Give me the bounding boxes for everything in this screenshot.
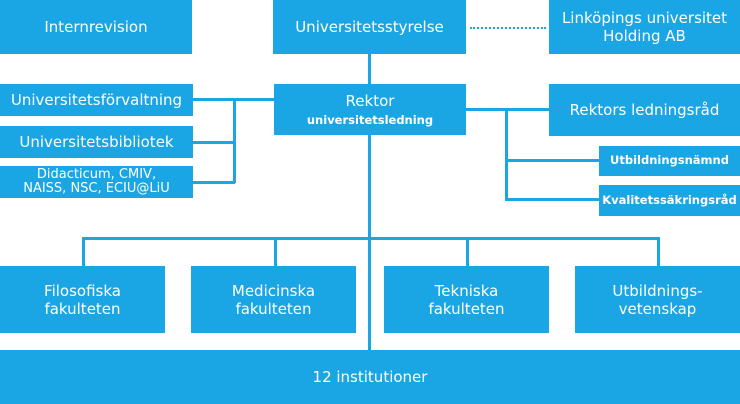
didacticum-label-line2: NAISS, NSC, ECIU@LiU xyxy=(23,181,170,196)
holding-label-line1: Linköpings universitet xyxy=(561,9,728,27)
ledningsrad-box: Rektors ledningsråd xyxy=(549,84,740,136)
styrelse-label: Universitetsstyrelse xyxy=(295,18,444,36)
kvalitet-box: Kvalitetssäkringsråd xyxy=(599,185,740,216)
medicinska-box: Medicinska fakulteten xyxy=(191,266,356,333)
filosofiska-label-line1: Filosofiska xyxy=(44,281,121,300)
connector-didacticum xyxy=(193,181,235,184)
medicinska-label-line2: fakulteten xyxy=(235,299,312,318)
connector-tekniska xyxy=(466,237,469,267)
styrelse-box: Universitetsstyrelse xyxy=(273,0,466,54)
didacticum-box: Didacticum, CMIV, NAISS, NSC, ECIU@LiU xyxy=(0,166,193,198)
connector-kvalitet xyxy=(505,198,599,201)
connector-utbildningsvet xyxy=(657,237,660,267)
connector-left-vertical xyxy=(233,98,236,183)
filosofiska-box: Filosofiska fakulteten xyxy=(0,266,165,333)
dotted-connector-holding xyxy=(470,27,546,29)
rektor-label: Rektor xyxy=(345,91,395,110)
rektor-box: Rektor universitetsledning xyxy=(274,84,466,135)
internrevision-box: Internrevision xyxy=(0,0,192,54)
rektor-sub-label: universitetsledning xyxy=(306,112,434,127)
connector-right-rektor xyxy=(466,108,550,111)
institutioner-label: 12 institutioner xyxy=(312,368,428,386)
medicinska-label-line1: Medicinska xyxy=(231,281,316,300)
kvalitet-label: Kvalitetssäkringsråd xyxy=(602,192,737,207)
tekniska-label-line1: Tekniska xyxy=(434,281,499,300)
holding-label-line2: Holding AB xyxy=(603,27,686,45)
ledningsrad-label: Rektors ledningsråd xyxy=(569,101,720,119)
connector-faculty-horizontal xyxy=(82,237,659,240)
connector-medicinska xyxy=(274,237,277,267)
connector-styrelse-rektor xyxy=(368,54,371,84)
internrevision-label: Internrevision xyxy=(44,18,148,36)
forvaltning-label: Universitetsförvaltning xyxy=(10,91,183,109)
connector-left-rektor xyxy=(233,98,275,101)
connector-bibliotek xyxy=(193,141,235,144)
connector-rektor-down xyxy=(368,135,371,350)
didacticum-label-line1: Didacticum, CMIV, xyxy=(36,166,157,182)
bibliotek-label: Universitetsbibliotek xyxy=(19,133,174,151)
institutioner-box: 12 institutioner xyxy=(0,350,740,404)
tekniska-box: Tekniska fakulteten xyxy=(384,266,549,333)
utbildningsnamnd-box: Utbildningsnämnd xyxy=(599,146,740,176)
bibliotek-box: Universitetsbibliotek xyxy=(0,126,193,158)
utbildningsvet-label-line1: Utbildnings- xyxy=(612,281,703,300)
utbildningsvet-label-line2: vetenskap xyxy=(618,299,697,318)
connector-right-vertical xyxy=(505,108,508,200)
connector-filosofiska xyxy=(82,237,85,267)
tekniska-label-line2: fakulteten xyxy=(428,299,505,318)
connector-utbildningsnamnd xyxy=(505,159,599,162)
filosofiska-label-line2: fakulteten xyxy=(44,299,121,318)
utbildningsnamnd-label: Utbildningsnämnd xyxy=(610,153,729,168)
forvaltning-box: Universitetsförvaltning xyxy=(0,84,193,116)
holding-box: Linköpings universitet Holding AB xyxy=(549,0,740,54)
utbildningsvet-box: Utbildnings- vetenskap xyxy=(575,266,740,333)
connector-forvaltning xyxy=(193,98,235,101)
